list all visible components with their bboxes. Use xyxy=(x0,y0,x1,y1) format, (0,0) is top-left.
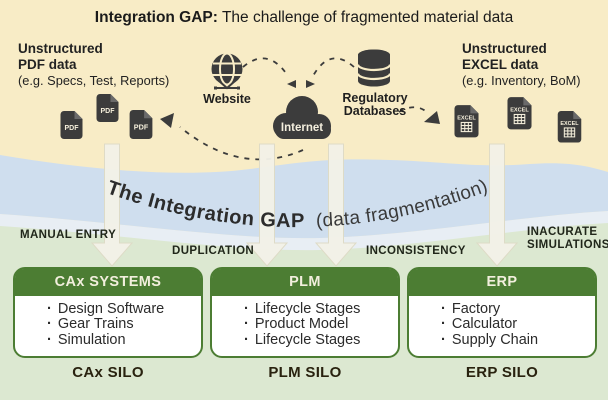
cax-systems-header: CAx SYSTEMS xyxy=(15,269,201,296)
duplication-label: DUPLICATION xyxy=(172,245,255,257)
svg-text:EXCEL: EXCEL xyxy=(510,108,529,114)
svg-text:PDF: PDF xyxy=(134,123,149,132)
inconsistency-label: INCONSISTENCY xyxy=(366,245,466,257)
erp-item: Calculator xyxy=(441,316,595,332)
plm-header: PLM xyxy=(212,269,398,296)
website-to-internet-connector xyxy=(242,57,289,77)
down-arrow-cax xyxy=(90,143,134,267)
arrowhead-into-cloud-right xyxy=(306,80,315,88)
title-bold-part: Integration GAP: xyxy=(94,9,218,26)
excel-heading-line1: Unstructured xyxy=(462,41,547,56)
pdf-file-icon: PDF xyxy=(60,111,83,139)
pdf-file-icon: PDF xyxy=(129,110,153,139)
arrowhead-to-pdf-files xyxy=(160,113,174,128)
excel-source-heading: Unstructured EXCEL data (e.g. Inventory,… xyxy=(462,41,581,88)
down-arrow-plm-right xyxy=(314,143,358,267)
regulatory-label-line1: Regulatory xyxy=(342,91,408,105)
cax-item: Simulation xyxy=(47,332,201,348)
manual-entry-label: MANUAL ENTRY xyxy=(20,229,117,241)
pdf-heading-examples: (e.g. Specs, Test, Reports) xyxy=(18,73,170,88)
pdf-file-icon: PDF xyxy=(96,94,119,122)
page-title: Integration GAP: The challenge of fragme… xyxy=(0,9,608,27)
excel-file-icon: EXCEL xyxy=(507,97,532,130)
cax-systems-box: CAx SYSTEMS Design Software Gear Trains … xyxy=(13,267,203,358)
erp-item: Supply Chain xyxy=(441,332,595,348)
erp-header: ERP xyxy=(409,269,595,296)
inaccurate-label-line2: SIMULATIONS xyxy=(527,239,608,251)
internet-cloud-icon: Internet xyxy=(269,90,335,145)
plm-box: PLM Lifecycle Stages Product Model Lifec… xyxy=(210,267,400,358)
cax-item: Design Software xyxy=(47,301,201,317)
plm-item: Lifecycle Stages xyxy=(244,332,398,348)
plm-item: Product Model xyxy=(244,316,398,332)
databases-to-excel-connector xyxy=(398,106,429,114)
internet-label: Internet xyxy=(281,122,323,134)
excel-heading-line2: EXCEL data xyxy=(462,57,539,72)
blue-gap-band xyxy=(0,155,608,239)
pdf-heading-line1: Unstructured xyxy=(18,41,103,56)
cax-silo-label: CAx SILO xyxy=(72,364,144,381)
erp-silo-label: ERP SILO xyxy=(465,364,539,381)
down-arrow-erp xyxy=(475,143,519,267)
databases-to-internet-connector xyxy=(312,57,355,77)
svg-text:PDF: PDF xyxy=(65,125,80,132)
regulatory-label-line2: Databases xyxy=(343,104,407,118)
website-globe-icon xyxy=(206,50,248,94)
regulatory-databases-label: Regulatory Databases xyxy=(337,92,413,118)
svg-text:PDF: PDF xyxy=(101,108,116,115)
pdf-heading-line2: PDF data xyxy=(18,57,77,72)
arrowhead-into-cloud-left xyxy=(287,80,296,88)
inaccurate-simulations-label: INACURATE SIMULATIONS xyxy=(527,226,608,252)
erp-box: ERP Factory Calculator Supply Chain xyxy=(407,267,597,358)
excel-heading-examples: (e.g. Inventory, BoM) xyxy=(462,73,581,88)
excel-file-icon: EXCEL xyxy=(454,105,479,138)
plm-item: Lifecycle Stages xyxy=(244,301,398,317)
regulatory-database-icon xyxy=(354,47,394,91)
erp-item: Factory xyxy=(441,301,595,317)
cax-item: Gear Trains xyxy=(47,316,201,332)
pdf-source-heading: Unstructured PDF data (e.g. Specs, Test,… xyxy=(18,41,169,88)
title-regular-part: The challenge of fragmented material dat… xyxy=(217,9,514,26)
internet-to-pdf-connector xyxy=(179,126,304,161)
excel-file-icon: EXCEL xyxy=(557,111,582,143)
svg-text:EXCEL: EXCEL xyxy=(560,121,579,127)
website-label: Website xyxy=(203,92,251,106)
down-arrow-plm-left xyxy=(245,143,289,267)
plm-silo-label: PLM SILO xyxy=(268,364,342,381)
inaccurate-label-line1: INACURATE xyxy=(527,226,598,238)
arrowhead-to-excel-files xyxy=(424,111,440,124)
svg-text:EXCEL: EXCEL xyxy=(457,116,476,122)
